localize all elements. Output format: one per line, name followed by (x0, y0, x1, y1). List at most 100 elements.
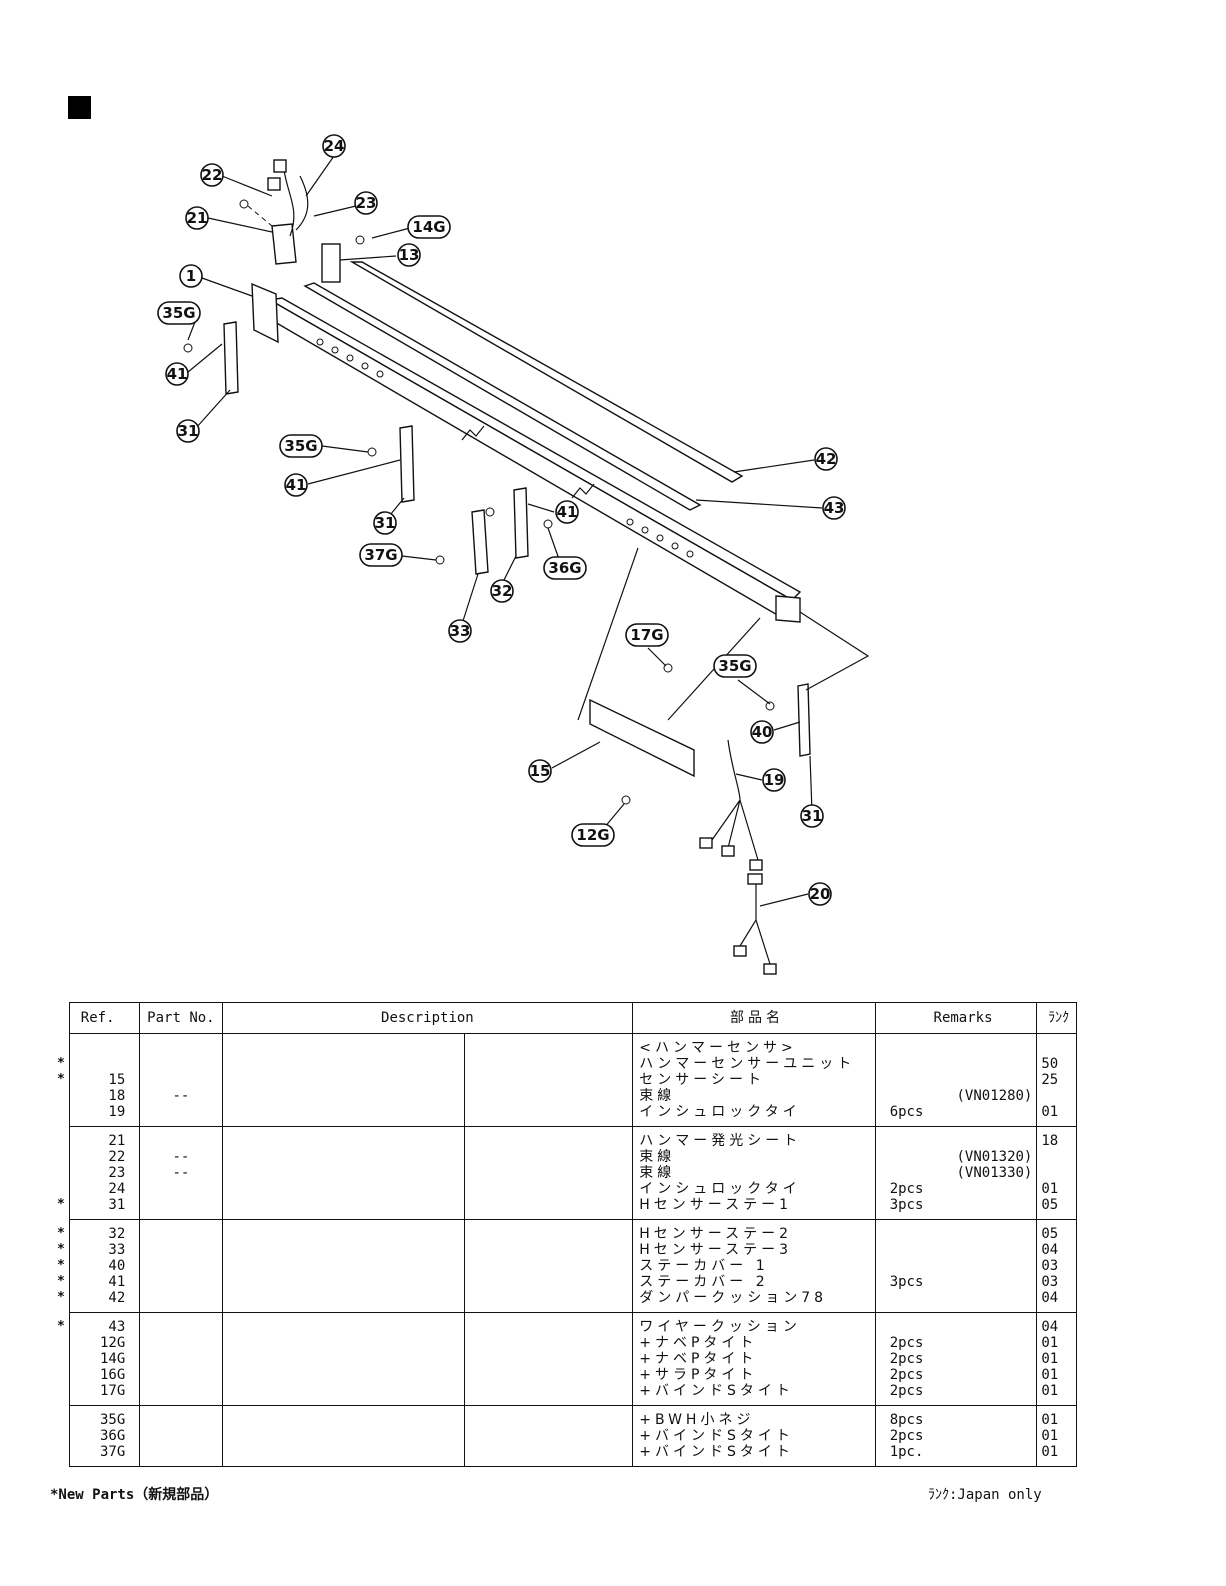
svg-text:35G: 35G (162, 304, 195, 322)
jp-name-cell-line: Hセンサーステー3 (639, 1242, 792, 1258)
remarks-cell-line: (VN01280) (956, 1088, 1033, 1104)
ref-cell-line: 37G (99, 1444, 126, 1460)
description-cell-2-line (465, 1351, 633, 1367)
part-no-cell (139, 1405, 223, 1467)
rank-cell-line (1041, 1149, 1076, 1165)
remarks-cell-line: (VN01330) (956, 1165, 1033, 1181)
callout-17g: 17G (625, 623, 669, 647)
rank-cell-line: 01 (1041, 1181, 1059, 1197)
svg-text:41: 41 (286, 476, 307, 494)
part-no-cell-line: -- (172, 1088, 190, 1104)
callout-33: 33 (448, 619, 472, 643)
ref-cell-line: 31 (108, 1197, 126, 1213)
remarks-cell-line: 2pcs (889, 1383, 924, 1399)
rank-cell-line (1041, 1040, 1076, 1056)
header-description: Description (221, 1002, 634, 1034)
jp-name-cell: <ハンマーセンサ>ハンマーセンサーユニットセンサーシート束線インシュロックタイ (632, 1033, 876, 1127)
rank-cell-line: 01 (1041, 1367, 1059, 1383)
ref-cell-line: 12G (99, 1335, 126, 1351)
new-part-star: * (57, 1242, 65, 1257)
description-cell-2-line (465, 1056, 633, 1072)
ref-cell-line (70, 1040, 125, 1056)
description-cell-line (223, 1367, 464, 1383)
svg-text:15: 15 (530, 762, 551, 780)
remarks-cell-line: 3pcs (889, 1274, 924, 1290)
description-cell-line (223, 1274, 464, 1290)
description-cell-2-line (465, 1165, 633, 1181)
jp-name-cell-line: 束線 (639, 1088, 676, 1104)
ref-cell-line: 33 (108, 1242, 126, 1258)
callout-35g-c: 35G (713, 654, 757, 678)
table-header-row: Ref. Part No. Description 部品名 Remarks ﾗﾝ… (68, 1002, 1077, 1034)
callout-13: 13 (397, 243, 421, 267)
svg-text:36G: 36G (548, 559, 581, 577)
description-cell-2-line (465, 1104, 633, 1120)
callout-15: 15 (528, 759, 552, 783)
description-cell-2-line (465, 1133, 633, 1149)
description-cell-2-line (465, 1290, 633, 1306)
part-no-cell-line (140, 1319, 221, 1335)
rank-cell-line: 04 (1041, 1242, 1059, 1258)
description-cell-2-line (465, 1412, 633, 1428)
description-cell-line (223, 1335, 464, 1351)
part-no-cell-line (140, 1335, 221, 1351)
svg-text:1: 1 (186, 267, 196, 285)
callout-37g: 37G (359, 543, 403, 567)
callout-41-a: 41 (165, 362, 189, 386)
description-cell (221, 1033, 465, 1127)
part-no-cell (139, 1219, 223, 1313)
remarks-cell-line (890, 1056, 1037, 1072)
description-cell-2-line (465, 1428, 633, 1444)
remarks-cell: 3pcs (874, 1219, 1038, 1313)
jp-name-cell-line: +サラPタイト (639, 1367, 758, 1383)
description-cell-line (223, 1242, 464, 1258)
callout-35g-a: 35G (157, 301, 201, 325)
svg-text:20: 20 (810, 885, 831, 903)
jp-name-cell-line: センサーシート (639, 1072, 765, 1088)
remarks-cell-line (890, 1290, 1037, 1306)
svg-text:13: 13 (399, 246, 420, 264)
description-cell-2-line (465, 1383, 633, 1399)
rank-cell-line: 25 (1041, 1072, 1059, 1088)
description-cell-2 (463, 1126, 634, 1220)
part-no-cell: -- (139, 1033, 223, 1127)
description-cell-2-line (465, 1226, 633, 1242)
remarks-cell-line (890, 1319, 1037, 1335)
remarks-cell-line (890, 1242, 1037, 1258)
part-no-cell-line (140, 1274, 221, 1290)
rank-cell-line: 50 (1041, 1056, 1059, 1072)
description-cell-line (223, 1444, 464, 1460)
description-cell-2-line (465, 1149, 633, 1165)
callout-12g: 12G (571, 823, 615, 847)
remarks-cell-line: (VN01320) (956, 1149, 1033, 1165)
rank-cell-line: 01 (1041, 1351, 1059, 1367)
sensor-sheet-15 (589, 698, 695, 778)
new-part-star: * (57, 1197, 65, 1212)
description-cell-line (223, 1319, 464, 1335)
header-ref: Ref. (68, 1002, 141, 1034)
part-no-cell-line (140, 1258, 221, 1274)
description-cell-line (223, 1133, 464, 1149)
new-part-star: * (57, 1319, 65, 1334)
description-cell-line (223, 1412, 464, 1428)
description-cell (221, 1405, 465, 1467)
jp-name-cell: ワイヤークッション+ナベPタイト+ナベPタイト+サラPタイト+バインドSタイト (632, 1312, 876, 1406)
part-no-cell-line (140, 1242, 221, 1258)
rank-note: ﾗﾝｸ:Japan only (928, 1487, 1042, 1503)
emitter-sheet (271, 223, 297, 265)
callout-21: 21 (185, 206, 209, 230)
part-no-cell-line (140, 1428, 221, 1444)
jp-name-cell-line: +BWH小ネジ (639, 1412, 755, 1428)
svg-text:41: 41 (557, 503, 578, 521)
remarks-cell-line: 2pcs (889, 1428, 924, 1444)
description-cell-line (223, 1040, 464, 1056)
remarks-cell-line (890, 1040, 1037, 1056)
ref-cell-line: 18 (108, 1088, 126, 1104)
damper-cushion-strip (349, 261, 744, 483)
